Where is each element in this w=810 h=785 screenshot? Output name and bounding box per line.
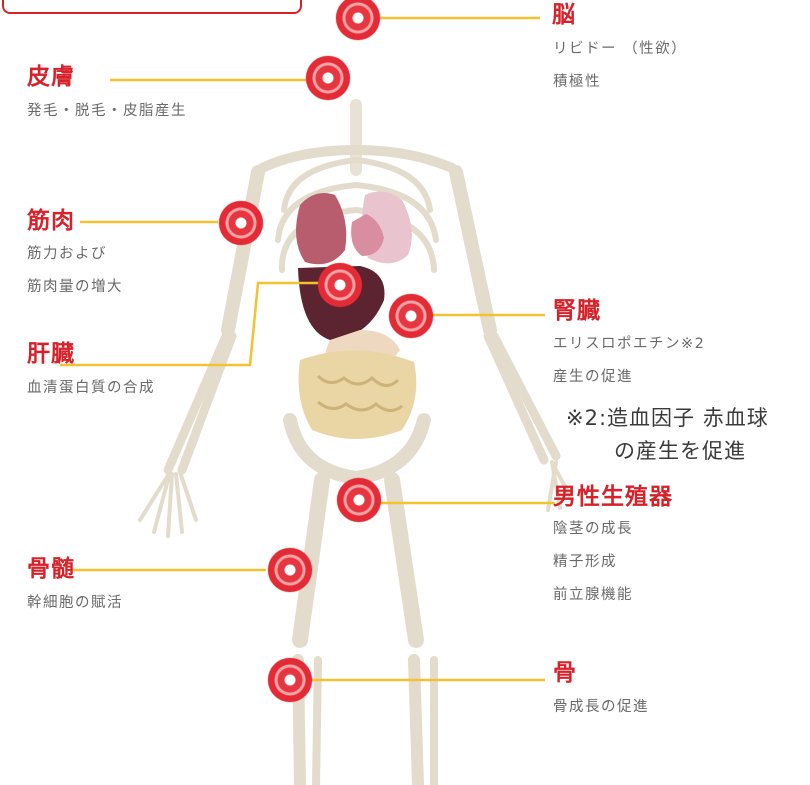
label-genital-line-1: 陰茎の成長 — [553, 522, 633, 537]
label-kidney-line-2: 産生の促進 — [553, 370, 633, 385]
label-genital-line-2: 精子形成 — [553, 555, 617, 570]
label-kidney-line-1: エリスロポエチン※2 — [553, 337, 705, 352]
label-muscle-title: 筋肉 — [27, 210, 75, 233]
marker-marrow — [268, 548, 312, 592]
label-genital-line-3: 前立腺機能 — [553, 588, 633, 603]
label-skin-line-1: 発毛・脱毛・皮脂産生 — [27, 104, 187, 119]
label-marrow-title: 骨髄 — [27, 558, 75, 581]
label-muscle-line-1: 筋力および — [27, 247, 107, 262]
label-bone-line-1: 骨成長の促進 — [553, 700, 649, 715]
label-genital-title: 男性生殖器 — [553, 486, 673, 509]
label-kidney-title: 腎臓 — [553, 300, 601, 323]
marker-muscle — [219, 201, 263, 245]
label-liver-title: 肝臓 — [27, 343, 75, 366]
label-brain-line-1: リビドー （性欲） — [553, 42, 687, 57]
label-muscle-line-2: 筋肉量の増大 — [27, 280, 123, 295]
marker-kidney — [389, 294, 433, 338]
label-marrow-line-1: 幹細胞の賦活 — [27, 596, 123, 611]
label-skin-title: 皮膚 — [27, 66, 75, 89]
note-line-1: ※2:造血因子 赤血球 — [566, 408, 769, 429]
label-bone-title: 骨 — [553, 662, 577, 685]
label-liver-line-1: 血清蛋白質の合成 — [27, 381, 155, 396]
label-brain-title: 脳 — [552, 4, 576, 27]
marker-bone — [268, 658, 312, 702]
label-brain-line-2: 積極性 — [553, 75, 601, 90]
note-line-2: の産生を促進 — [614, 441, 746, 462]
marker-skin — [306, 56, 350, 100]
marker-liver — [318, 263, 362, 307]
marker-genital — [337, 478, 381, 522]
